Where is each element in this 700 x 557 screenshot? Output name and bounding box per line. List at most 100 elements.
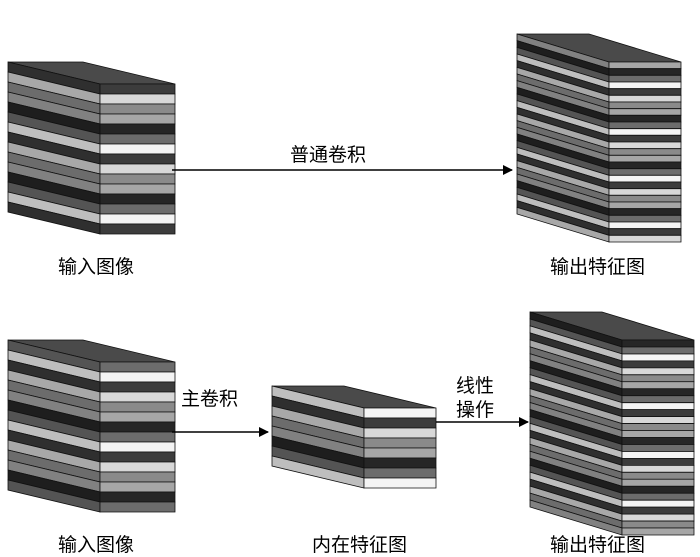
- block-layer-front: [99, 83, 176, 95]
- block-layer-front: [99, 421, 176, 433]
- block-layer-front: [608, 208, 682, 216]
- block-layer-front: [99, 371, 176, 383]
- block-layer-front: [99, 193, 176, 205]
- block-layer-front: [99, 133, 176, 145]
- bottom-input-label: 输入图像: [58, 534, 135, 556]
- block-layer-front: [608, 234, 682, 243]
- block-layer-front: [608, 194, 682, 203]
- top-op-label: 普通卷积: [290, 144, 367, 166]
- block-layer-front: [99, 461, 176, 473]
- block-layer-front: [99, 391, 176, 403]
- block-layer-front: [608, 128, 682, 136]
- block-layer-front: [99, 183, 176, 195]
- block-layer-front: [608, 168, 682, 176]
- block-layer-front: [621, 360, 695, 369]
- block-layer-front: [99, 481, 176, 493]
- block-layer-front: [99, 93, 176, 105]
- block-layer-front: [99, 381, 176, 393]
- block-layer-front: [99, 213, 176, 225]
- block-layer-front: [621, 395, 695, 404]
- block-layer-front: [621, 499, 695, 508]
- block-layer-front: [99, 401, 176, 413]
- block-layer-front: [621, 437, 695, 445]
- block-layer-front: [608, 141, 682, 150]
- block-layer-front: [363, 457, 437, 469]
- block-layer-front: [99, 491, 176, 503]
- block-layer-front: [99, 223, 176, 235]
- block-layer-front: [621, 444, 695, 452]
- block-layer-front: [621, 374, 695, 383]
- intermediate-label: 内在特征图: [312, 534, 408, 556]
- block-layer-front: [621, 353, 695, 362]
- block-layer-front: [608, 94, 682, 103]
- block-layer-front: [99, 103, 176, 115]
- block-layer-front: [99, 501, 176, 513]
- block-layer-front: [621, 464, 695, 473]
- block-layer-front: [608, 134, 682, 143]
- block-layer-front: [363, 407, 437, 419]
- block-layer-front: [608, 74, 682, 83]
- block-layer-front: [363, 447, 437, 459]
- block-layer-front: [99, 361, 176, 373]
- block-layer-front: [608, 61, 682, 70]
- block-layer-front: [608, 81, 682, 90]
- block-layer-front: [99, 471, 176, 483]
- block-layer-front: [621, 457, 695, 466]
- top-input-label: 输入图像: [58, 256, 135, 278]
- block-layer-front: [363, 467, 437, 479]
- bottom-op1-label: 主卷积: [181, 388, 239, 410]
- input-image-block-bottom: [7, 339, 176, 513]
- block-layer-front: [621, 339, 695, 348]
- block-layer-front: [99, 123, 176, 135]
- block-layer-front: [608, 201, 682, 210]
- block-layer-front: [608, 188, 682, 196]
- block-layer-front: [608, 68, 682, 76]
- block-layer-front: [99, 203, 176, 215]
- output-feature-map-block-bottom: [529, 311, 695, 536]
- block-layer-front: [621, 485, 695, 494]
- block-layer-front: [608, 154, 682, 163]
- block-layer-front: [621, 423, 695, 431]
- block-layer-front: [621, 513, 695, 522]
- block-layer-front: [621, 492, 695, 501]
- block-layer-front: [621, 506, 695, 515]
- bottom-output-label: 输出特征图: [550, 534, 646, 556]
- block-layer-front: [608, 174, 682, 183]
- block-layer-front: [99, 163, 176, 175]
- block-layer-front: [608, 181, 682, 190]
- block-layer-front: [608, 114, 682, 123]
- bottom-op2-label: 线性 操作: [456, 374, 494, 422]
- block-layer-front: [608, 101, 682, 110]
- block-layer-front: [363, 427, 437, 439]
- block-layer-front: [621, 367, 695, 376]
- bottom-op2-line1: 线性: [456, 375, 495, 397]
- block-layer-front: [608, 108, 682, 116]
- intrinsic-feature-map-block: [271, 385, 437, 489]
- input-image-block-top: [7, 61, 176, 235]
- block-layer-front: [608, 214, 682, 223]
- block-layer-front: [608, 161, 682, 170]
- block-layer-front: [621, 402, 695, 411]
- output-feature-map-block-top: [516, 33, 682, 243]
- block-layer-front: [363, 437, 437, 449]
- block-layer-front: [621, 388, 695, 397]
- block-layer-front: [99, 431, 176, 443]
- block-layer-front: [99, 153, 176, 165]
- top-output-label: 输出特征图: [550, 256, 646, 278]
- block-layer-front: [621, 451, 695, 459]
- block-layer-front: [363, 477, 437, 489]
- block-layer-front: [99, 113, 176, 125]
- block-layer-front: [621, 346, 695, 355]
- block-layer-front: [99, 441, 176, 453]
- block-layer-front: [99, 143, 176, 155]
- block-layer-front: [621, 409, 695, 418]
- block-layer-front: [621, 471, 695, 480]
- block-layer-front: [621, 520, 695, 529]
- block-layer-front: [621, 478, 695, 487]
- block-layer-front: [363, 417, 437, 429]
- block-layer-front: [621, 416, 695, 424]
- block-layer-front: [621, 527, 695, 536]
- block-layer-front: [621, 381, 695, 390]
- block-layer-front: [608, 221, 682, 230]
